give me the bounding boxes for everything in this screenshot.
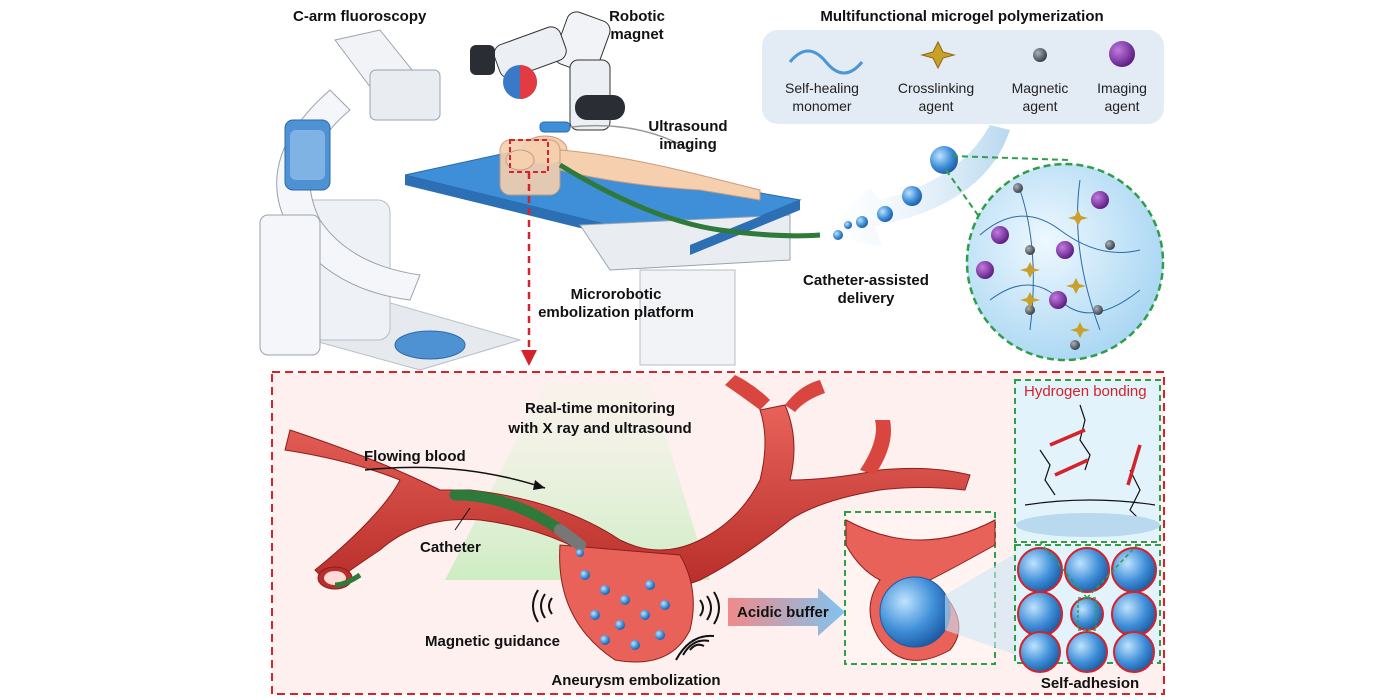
dark-sphere-icon [1033,48,1047,62]
self-adhesion-label: Self-adhesion [1040,675,1140,692]
magnetic-guidance-label: Magnetic guidance [425,633,561,650]
flow-arrow [364,466,546,489]
legend-label-1a: Self-healing [785,80,859,96]
c-arm-label: C-arm fluoroscopy [293,8,427,25]
microgel-sphere [902,186,922,206]
monitoring-label-2: with X ray and ultrasound [508,420,692,437]
legend-panel [762,30,1164,124]
flowing-blood-label: Flowing blood [364,448,466,465]
legend-label-4b: agent [1104,98,1140,114]
flow-arrowhead [533,480,545,490]
robotic-magnet-arm [470,11,625,131]
catheter-pointer [454,507,471,531]
hydrogen-bond-links [1049,428,1142,486]
adhesion-sphere-grid [1017,547,1157,673]
legend-label-3b: agent [1022,98,1058,114]
monitoring-label-1: Real-time monitoring [524,400,676,417]
ultrasound-label-1: Ultrasound [648,118,728,135]
platform-label-1: Microrobotic [570,286,662,303]
catheter-on-table [558,162,821,239]
delivery-arrow [820,125,1010,246]
platform-label-2: embolization platform [538,304,694,321]
microgel-title: Multifunctional microgel polymerization [820,8,1104,25]
acidic-buffer-label: Acidic buffer [737,604,829,621]
microgel-network [965,162,1165,362]
imaging-beam [445,385,710,580]
zoom-cone [945,545,1030,660]
robotic-magnet-label-2: magnet [610,26,664,43]
aneurysm-embolization-label: Aneurysm embolization [551,672,721,689]
adhesion-zoom-line [1039,541,1088,599]
magnetic-wave-icon [532,589,720,661]
catheter-inlet [334,572,362,588]
zoom-arrowhead [521,350,537,366]
purple-sphere-icon [1109,41,1135,67]
c-arm-machine [259,29,522,371]
legend-label-3a: Magnetic [1011,80,1069,96]
hydrogen-bonding-label: Hydrogen bonding [1024,383,1147,400]
acidic-buffer-arrow [728,588,845,636]
legend-label-1b: monomer [792,98,852,114]
wave-icon [788,49,864,75]
delivery-label-2: delivery [837,290,895,307]
legend-label-2b: agent [918,98,954,114]
microgel-sphere [833,230,843,240]
adhesion-zoom-line [1086,541,1141,599]
catheter-tip [554,524,586,551]
ultrasound-probe [539,121,691,151]
robotic-magnet-label-1: Robotic [609,8,665,25]
microgel-sphere [856,216,868,228]
star-icon [920,40,956,70]
gel-surface [1016,513,1160,537]
embolized-microgel [879,576,951,648]
legend-label-2a: Crosslinking [897,80,975,96]
catheter-label: Catheter [420,539,481,556]
aneurysm-microgels [576,549,670,650]
ultrasound-label-2: imaging [659,136,717,153]
zoom-line [945,169,986,226]
microgel-sphere [930,146,958,174]
microgel-sphere [844,221,852,229]
microgel-sphere [877,206,893,222]
delivery-label-1: Catheter-assisted [803,272,929,289]
legend-label-4a: Imaging [1097,80,1147,96]
hydrogen-bond-structure [1024,404,1156,521]
